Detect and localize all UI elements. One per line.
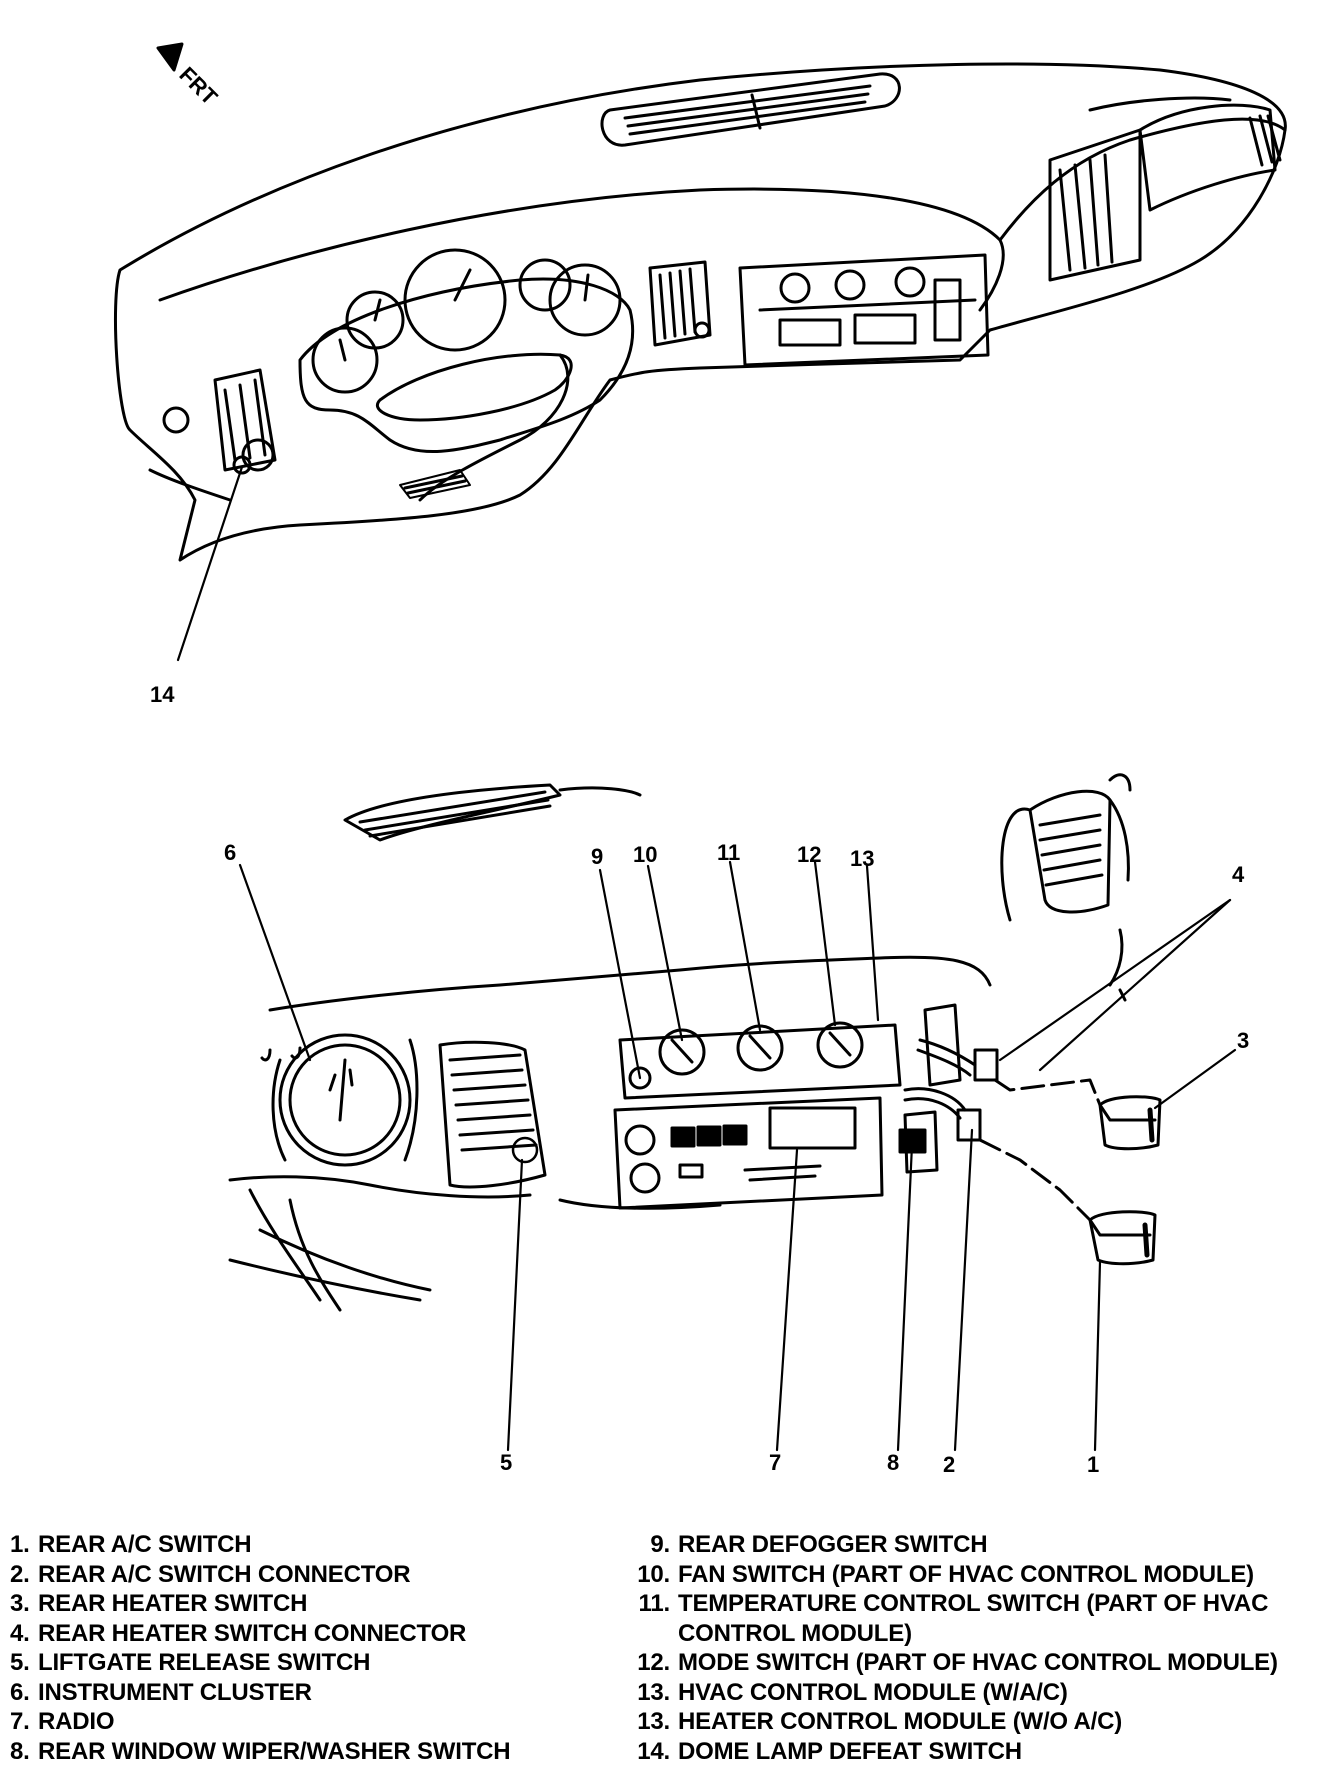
instrument-cluster [298, 248, 635, 502]
closeup-switch-bank [898, 1003, 999, 1174]
closeup-rear-heater-switch [1098, 1095, 1162, 1151]
legend-number: 12. [637, 1649, 670, 1676]
legend-number: 11. [638, 1590, 671, 1617]
leader-1 [1093, 1260, 1102, 1452]
leader-8 [896, 1143, 914, 1452]
leader-3 [1153, 1048, 1237, 1110]
legend-item-10: 10. FAN SWITCH (PART OF HVAC CONTROL MODU… [626, 1560, 1338, 1590]
legend-text: DOME LAMP DEFEAT SWITCH [678, 1737, 1022, 1765]
legend-item-2: 2. REAR A/C SWITCH CONNECTOR [10, 1560, 610, 1590]
legend-number: 9. [650, 1531, 670, 1558]
callout-5: 5 [500, 1450, 512, 1475]
legend-left-column: 1. REAR A/C SWITCH 2. REAR A/C SWITCH CONN… [10, 1530, 610, 1766]
legend-item-14: 14. DOME LAMP DEFEAT SWITCH [626, 1737, 1338, 1767]
legend-text: FAN SWITCH (PART OF HVAC CONTROL MODULE) [678, 1560, 1254, 1588]
closeup-radio [613, 1096, 884, 1210]
callout-leaders [238, 860, 1237, 1452]
legend-number: 6. [10, 1678, 30, 1706]
front-direction-arrow [156, 42, 184, 72]
legend-text: LIFTGATE RELEASE SWITCH [38, 1649, 371, 1676]
closeup-defroster-vent [343, 783, 642, 842]
legend-item-12: 12. MODE SWITCH (PART OF HVAC CONTROL MOD… [626, 1648, 1338, 1678]
callout-9: 9 [591, 844, 603, 869]
legend-item-3: 3. REAR HEATER SWITCH [10, 1589, 610, 1619]
legend-item-6: 6. INSTRUMENT CLUSTER [10, 1678, 610, 1708]
leader-9 [598, 868, 642, 1080]
left-dash-section [148, 368, 471, 502]
legend-number: 3. [10, 1590, 30, 1617]
legend-number: 10. [637, 1560, 670, 1588]
legend-text: HVAC CONTROL MODULE (W/A/C) [678, 1678, 1068, 1706]
legend-number: 7. [10, 1708, 30, 1735]
legend-number: 13. [637, 1678, 670, 1706]
legend-text: MODE SWITCH (PART OF HVAC CONTROL MODULE… [678, 1649, 1278, 1676]
legend-number: 14. [637, 1737, 670, 1765]
leader-10 [646, 864, 684, 1042]
leader-5 [506, 1158, 524, 1452]
leader-2 [953, 1128, 974, 1452]
dashboard-overview [113, 42, 1287, 662]
callout-14-top: 14 [150, 682, 175, 707]
callout-14-leader [176, 465, 244, 662]
dashboard-outline [113, 62, 1287, 562]
callout-10: 10 [633, 842, 657, 867]
legend-number: 4. [10, 1619, 30, 1647]
legend-number: 13. [637, 1708, 670, 1735]
closeup-rear-ac-switch [1088, 1210, 1157, 1266]
legend-item-1: 1. REAR A/C SWITCH [10, 1530, 610, 1560]
legend-number: 2. [10, 1560, 30, 1588]
leader-13 [865, 864, 880, 1022]
legend-item-11: 11. TEMPERATURE CONTROL SWITCH (PART OF H… [626, 1589, 1338, 1648]
callout-13: 13 [850, 846, 874, 871]
closeup-liftgate-vent [438, 1040, 547, 1189]
legend-text: INSTRUMENT CLUSTER [38, 1678, 312, 1706]
leader-12 [813, 860, 837, 1027]
legend-text: TEMPERATURE CONTROL SWITCH (PART OF HVAC… [678, 1590, 1269, 1647]
legend-text: HEATER CONTROL MODULE (W/O A/C) [678, 1708, 1122, 1735]
defroster-vent [600, 72, 901, 147]
callout-3: 3 [1237, 1028, 1249, 1053]
center-vent [648, 260, 712, 347]
callout-4: 4 [1232, 862, 1245, 887]
dashboard-closeup [228, 773, 1237, 1452]
right-vent [1048, 96, 1282, 282]
leader-11 [728, 860, 762, 1032]
callout-7: 7 [769, 1450, 781, 1475]
closeup-hvac-panel [618, 1021, 902, 1100]
callout-1: 1 [1087, 1452, 1099, 1477]
callout-8: 8 [887, 1450, 899, 1475]
legend-text: REAR WINDOW WIPER/WASHER SWITCH [38, 1737, 511, 1765]
callout-2: 2 [943, 1452, 955, 1477]
legend-text: REAR DEFOGGER SWITCH [678, 1531, 988, 1558]
callout-11: 11 [717, 840, 740, 865]
legend-right-column: 9. REAR DEFOGGER SWITCH 10. FAN SWITCH (PA… [626, 1530, 1338, 1766]
legend-item-7: 7. RADIO [10, 1707, 610, 1737]
callout-12: 12 [797, 842, 821, 867]
frt-label: FRT [174, 62, 222, 110]
legend-item-8: 8. REAR WINDOW WIPER/WASHER SWITCH [10, 1737, 610, 1767]
legend-number: 1. [10, 1531, 30, 1558]
legend-text: REAR A/C SWITCH CONNECTOR [38, 1560, 411, 1588]
legend-text: REAR HEATER SWITCH CONNECTOR [38, 1619, 467, 1647]
legend-item-9: 9. REAR DEFOGGER SWITCH [626, 1530, 1338, 1560]
legend-text: RADIO [38, 1708, 115, 1735]
callout-6: 6 [224, 840, 236, 865]
leader-4b [1038, 898, 1232, 1072]
legend-item-5: 5. LIFTGATE RELEASE SWITCH [10, 1648, 610, 1678]
legend-text: REAR HEATER SWITCH [38, 1590, 308, 1617]
closeup-cluster-gauge [260, 1033, 419, 1167]
leader-6 [238, 863, 312, 1062]
legend-text: REAR A/C SWITCH [38, 1531, 252, 1558]
center-stack [738, 253, 990, 367]
leader-4 [998, 898, 1232, 1062]
legend-number: 5. [10, 1649, 30, 1676]
legend-number: 8. [10, 1737, 30, 1765]
leader-7 [775, 1148, 799, 1452]
legend-item-4: 4. REAR HEATER SWITCH CONNECTOR [10, 1619, 610, 1649]
closeup-right-vent [1000, 773, 1132, 922]
legend-item-13a: 13. HVAC CONTROL MODULE (W/A/C) [626, 1678, 1338, 1708]
legend-item-13b: 13. HEATER CONTROL MODULE (W/O A/C) [626, 1707, 1338, 1737]
